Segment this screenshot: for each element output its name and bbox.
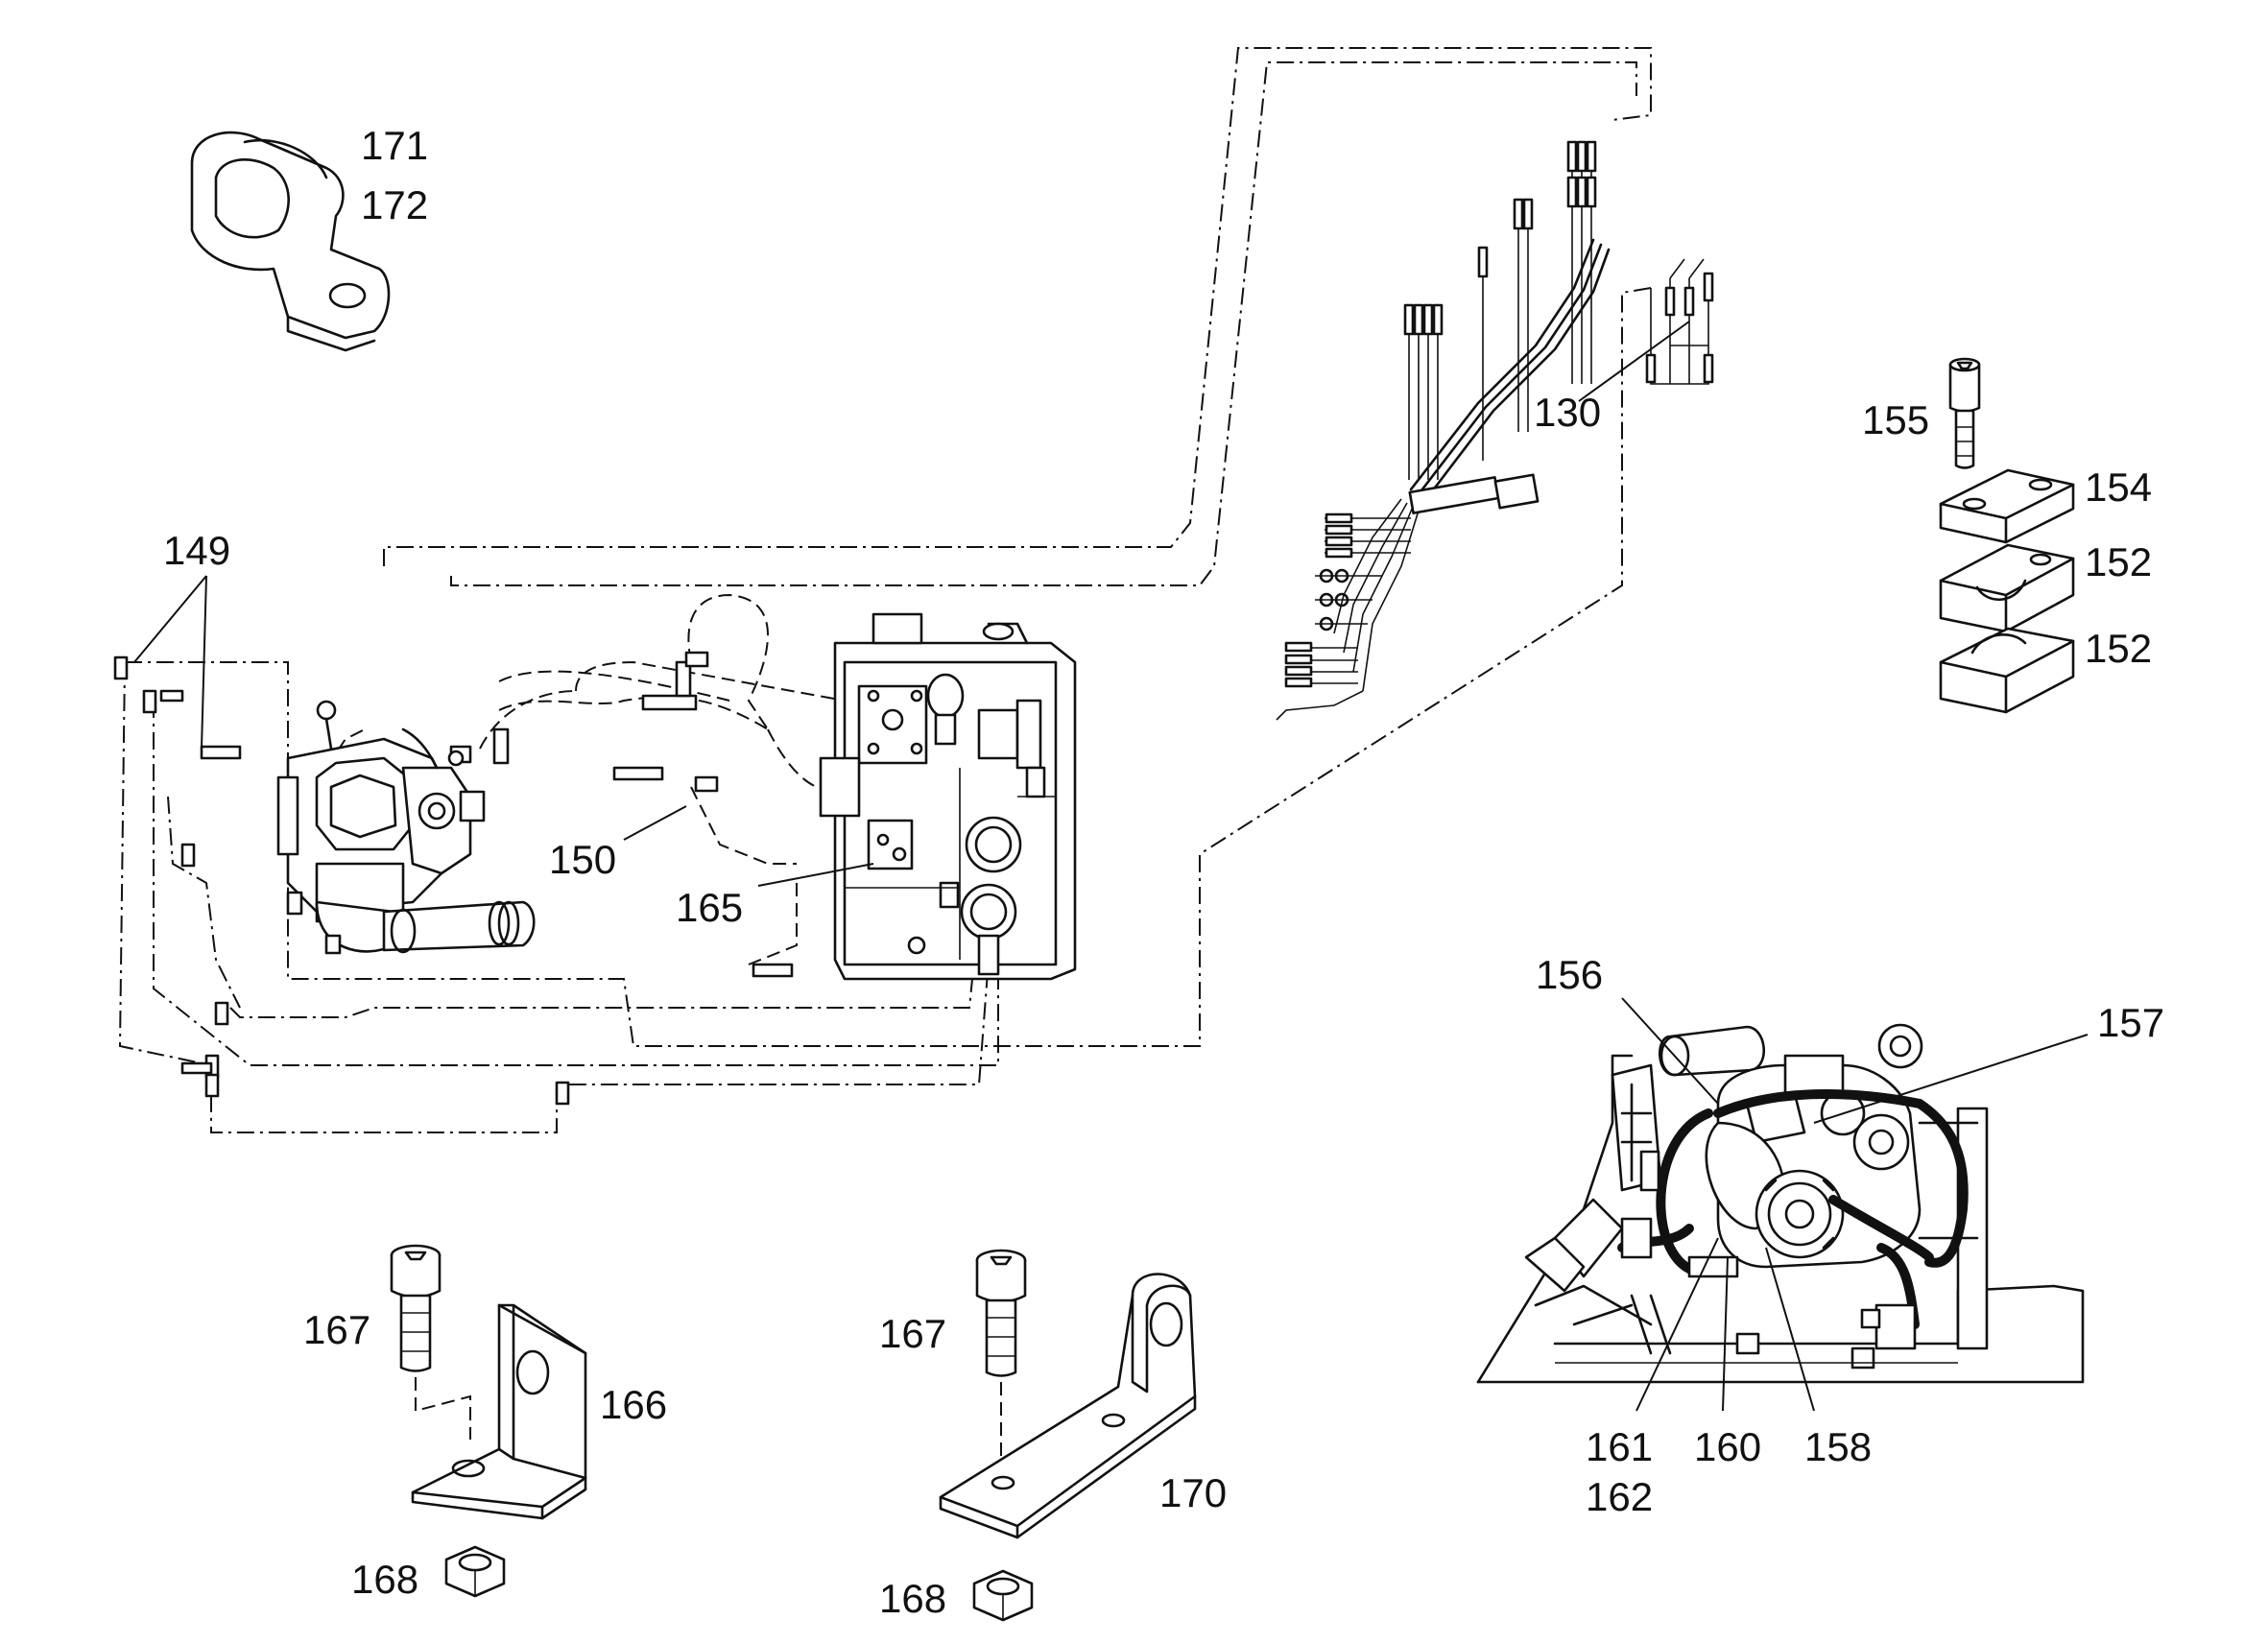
- callout-171: 171: [361, 123, 428, 168]
- hose-routing: [118, 47, 1652, 1133]
- engine-assembly: [1476, 1023, 2085, 1384]
- leader-149-a: [133, 575, 207, 663]
- callout-158: 158: [1804, 1424, 1872, 1469]
- callout-154: 154: [2085, 465, 2152, 510]
- leader-157: [1813, 1034, 2089, 1124]
- hose-fittings: [113, 651, 794, 1106]
- callout-167-left: 167: [303, 1307, 370, 1352]
- callout-152-upper: 152: [2085, 539, 2152, 584]
- clamp-block-set: [1939, 357, 2075, 714]
- leader-158: [1765, 1247, 1815, 1412]
- leader-150: [623, 805, 687, 841]
- callout-161: 161: [1586, 1424, 1653, 1469]
- callout-172: 172: [361, 182, 428, 227]
- control-panel: [819, 612, 1077, 981]
- leader-156: [1621, 997, 1719, 1105]
- callout-167-right: 167: [879, 1311, 946, 1356]
- callout-165: 165: [676, 885, 743, 930]
- callout-160: 160: [1694, 1424, 1761, 1469]
- callout-166: 166: [600, 1382, 667, 1427]
- leader-160: [1722, 1256, 1729, 1412]
- callout-155: 155: [1862, 397, 1929, 442]
- angle-bracket-166: [390, 1244, 587, 1598]
- pump-assembly: [276, 700, 536, 955]
- callout-168-right: 168: [879, 1576, 946, 1621]
- leader-161: [1635, 1237, 1719, 1412]
- callout-156: 156: [1536, 952, 1603, 997]
- leader-149-b: [201, 575, 207, 750]
- leader-165: [757, 863, 874, 887]
- callout-157: 157: [2097, 1000, 2164, 1045]
- callout-149: 149: [163, 528, 230, 573]
- wiring-harness: [1276, 140, 1714, 721]
- callout-130: 130: [1534, 390, 1601, 435]
- callout-170: 170: [1159, 1470, 1227, 1515]
- callout-152-lower: 152: [2085, 626, 2152, 671]
- l-bracket-170: [939, 1249, 1197, 1622]
- p-clamp-part: [190, 131, 391, 352]
- leader-130: [1578, 321, 1690, 402]
- callout-162: 162: [1586, 1474, 1653, 1519]
- callout-150: 150: [549, 837, 616, 882]
- callout-168-left: 168: [351, 1557, 418, 1602]
